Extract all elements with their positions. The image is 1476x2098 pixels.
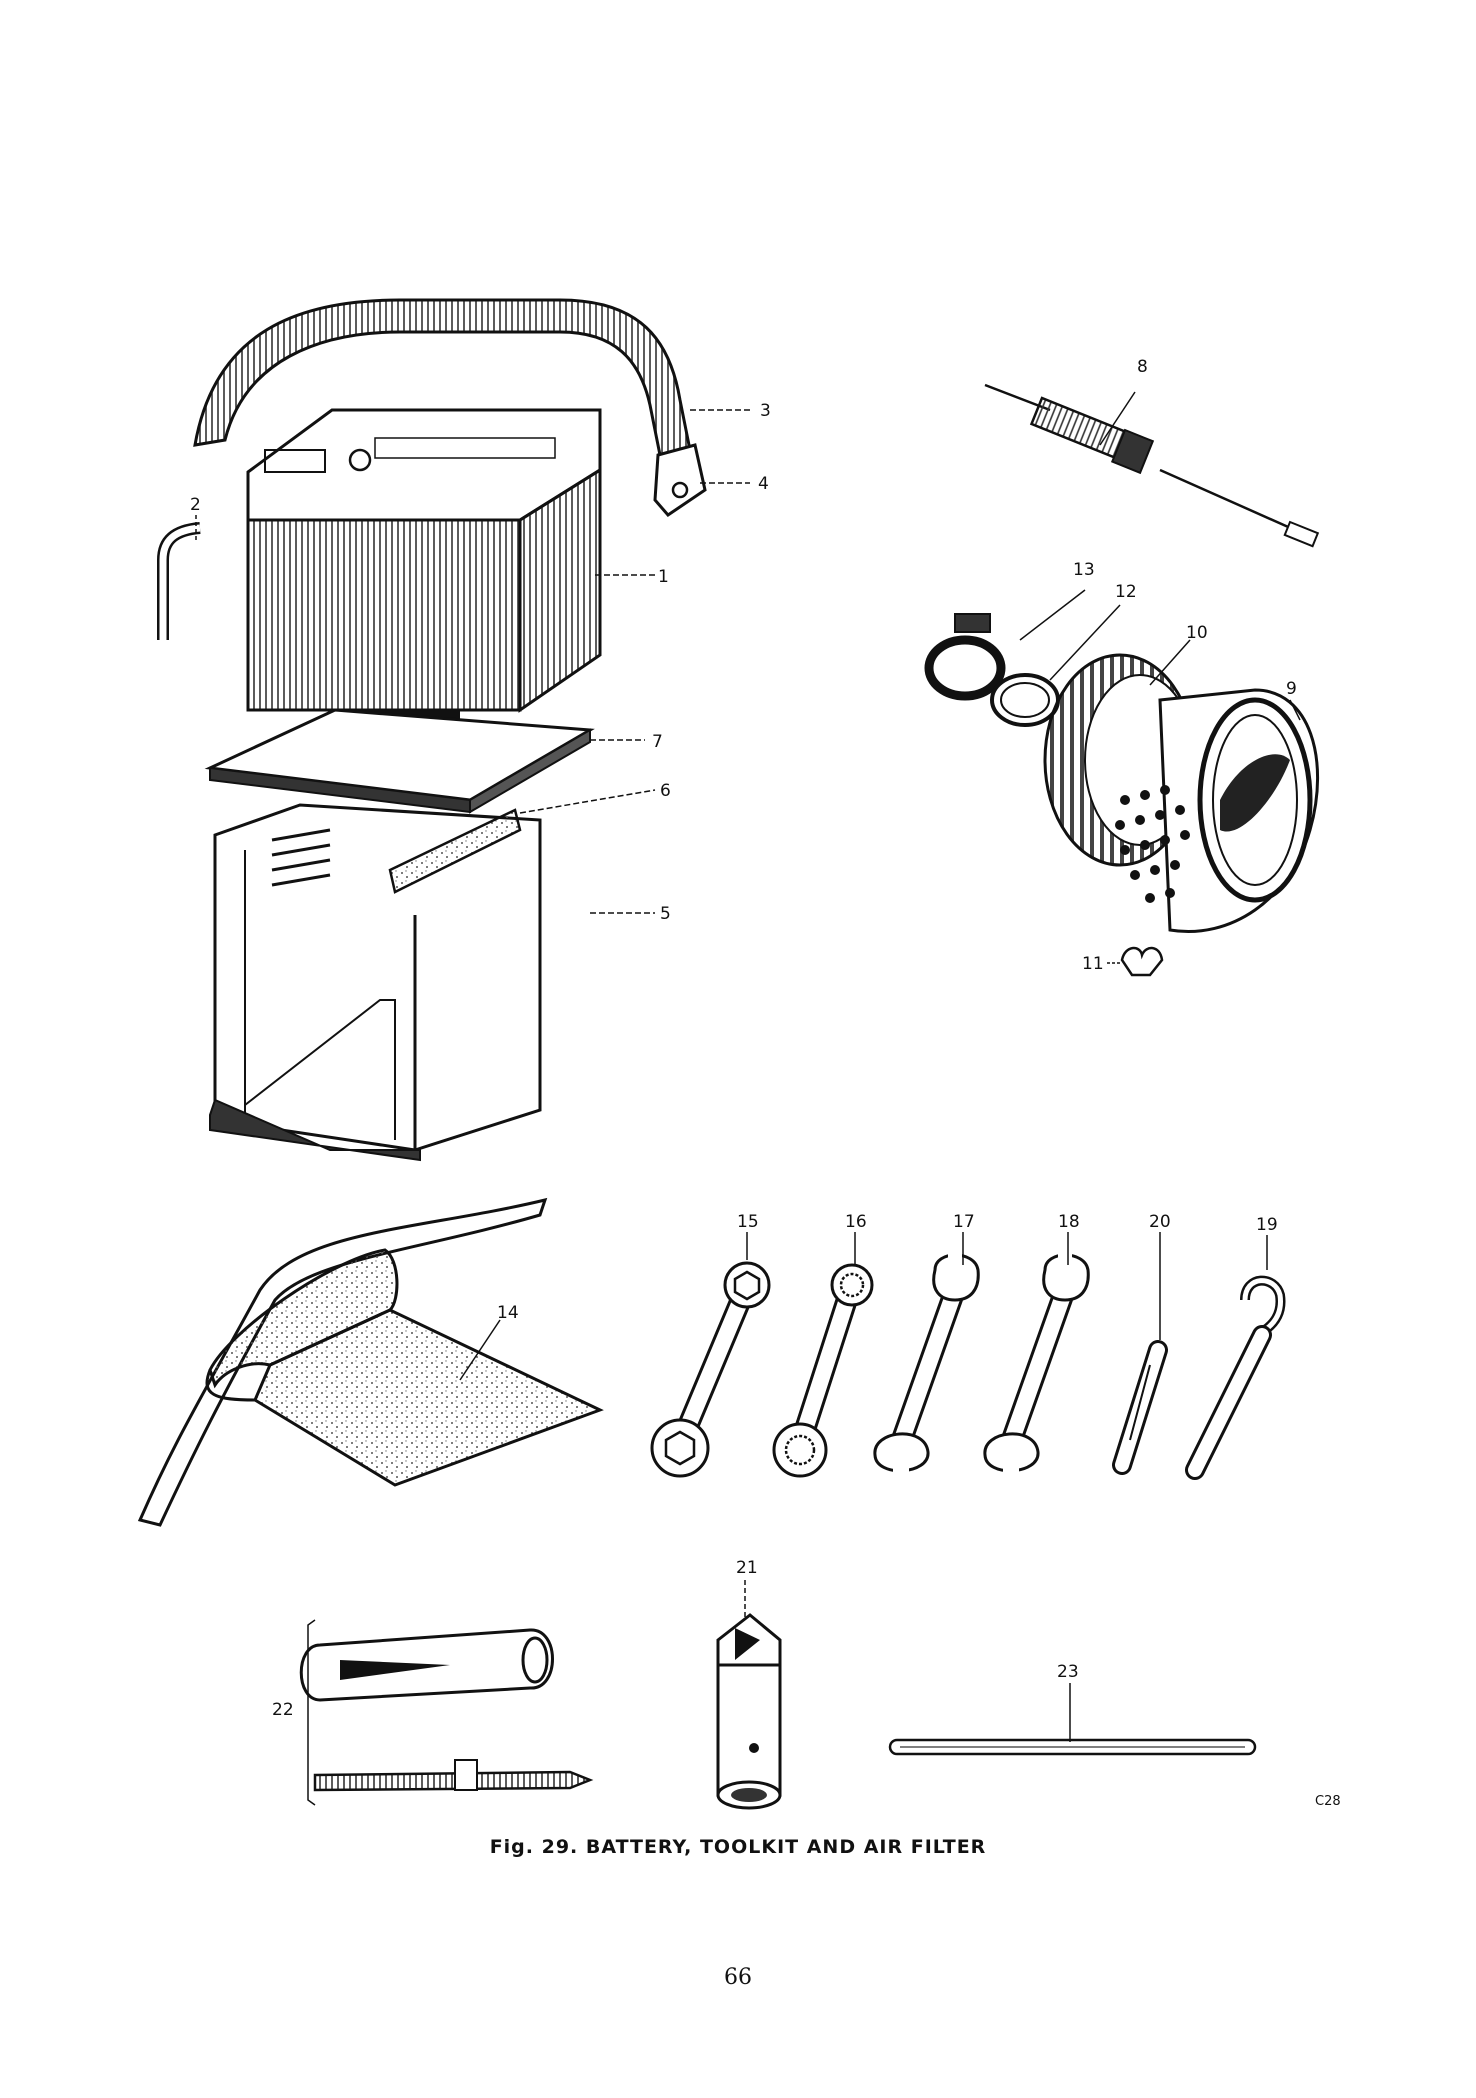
- callout-23: 23: [1057, 1662, 1079, 1682]
- callout-7: 7: [652, 732, 663, 752]
- callout-20: 20: [1149, 1212, 1171, 1232]
- callout-22: 22: [272, 1700, 294, 1720]
- battery-pad: [204, 708, 595, 814]
- figure-code: C28: [1315, 1794, 1341, 1809]
- ring-spanner-16: [772, 1263, 874, 1478]
- callout-9: 9: [1286, 679, 1297, 699]
- callout-19: 19: [1256, 1215, 1278, 1235]
- callout-14: 14: [497, 1303, 519, 1323]
- callout-6: 6: [660, 781, 671, 801]
- hose-clip: [924, 613, 1006, 701]
- callout-17: 17: [953, 1212, 975, 1232]
- carrier-pad: [388, 808, 522, 894]
- callout-16: 16: [845, 1212, 867, 1232]
- callout-5: 5: [660, 904, 671, 924]
- callout-8: 8: [1137, 357, 1148, 377]
- figure-caption: Fig. 29. BATTERY, TOOLKIT AND AIR FILTER: [489, 1836, 987, 1858]
- plug-spanner: [299, 1628, 554, 1702]
- callout-12: 12: [1115, 582, 1137, 602]
- callout-13: 13: [1073, 560, 1095, 580]
- callout-18: 18: [1058, 1212, 1080, 1232]
- callout-1: 1: [658, 567, 669, 587]
- tommy-bar-23: [888, 1738, 1257, 1756]
- adaptor-ring: [990, 673, 1060, 727]
- tool-roll: [137, 1197, 604, 1527]
- peg-spanner-20: [1112, 1340, 1168, 1475]
- leader-lines: [195, 391, 1301, 1742]
- battery: [246, 408, 602, 724]
- spring-clip: [1120, 946, 1164, 977]
- tommy-bar-22: [313, 1759, 594, 1792]
- box-spanner-15: [650, 1261, 771, 1478]
- callout-15: 15: [737, 1212, 759, 1232]
- callout-10: 10: [1186, 623, 1208, 643]
- vent-tube: [157, 522, 201, 640]
- callout-21: 21: [736, 1558, 758, 1578]
- open-spanner-18: [983, 1250, 1090, 1479]
- c-spanner-19: [1185, 1275, 1286, 1480]
- battery-carrier: [209, 803, 542, 1162]
- strap-bracket: [653, 443, 707, 517]
- callout-3: 3: [760, 401, 771, 421]
- open-spanner-17: [873, 1250, 980, 1479]
- box-spanner-21: [716, 1613, 782, 1810]
- callout-2: 2: [190, 495, 201, 515]
- callout-4: 4: [758, 474, 769, 494]
- fuse-holder-cable: [984, 383, 1320, 548]
- callout-11: 11: [1082, 954, 1104, 974]
- bracket: [307, 1619, 316, 1806]
- page-number: 66: [724, 1965, 752, 1990]
- filter-cover: [1115, 688, 1320, 933]
- battery-strap: [193, 298, 692, 457]
